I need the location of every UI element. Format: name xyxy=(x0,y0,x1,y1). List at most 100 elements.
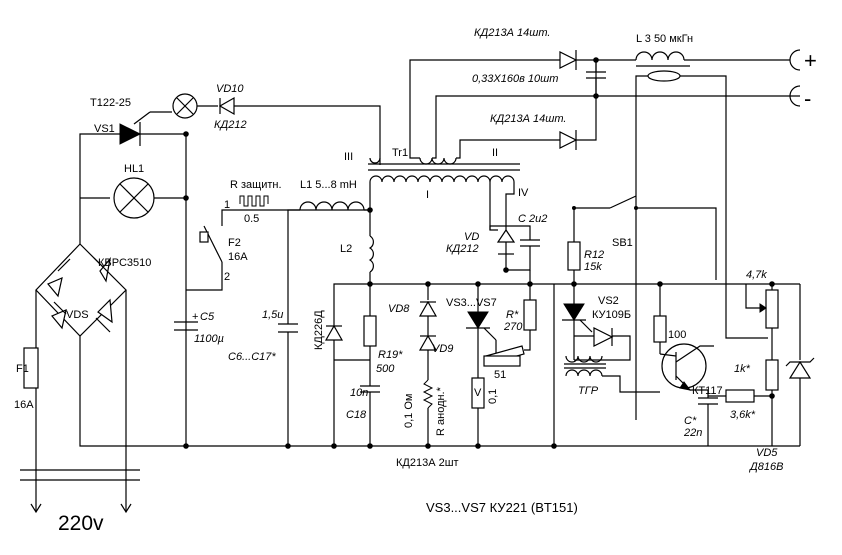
label-tr1: Tr1 xyxy=(392,147,408,159)
label-f1: F1 xyxy=(16,363,29,375)
label-kd212-top: КД212 xyxy=(214,119,247,131)
thyristor-vs1 xyxy=(119,123,142,145)
label-r12: R12 xyxy=(584,249,604,261)
fuse-f1 xyxy=(23,347,39,389)
label-f2-pin1: 1 xyxy=(224,199,230,211)
potentiometer-47k xyxy=(765,289,779,329)
label-kd213a-2: КД213А 2шт xyxy=(396,457,459,469)
resistor-r-36k xyxy=(725,389,755,403)
label-c18: C18 xyxy=(346,409,367,421)
breaker-f2 xyxy=(199,231,209,243)
resistor-r-star xyxy=(523,299,537,331)
label-c-star: C* xyxy=(684,415,697,427)
label-r100: 100 xyxy=(668,329,686,341)
label-vd-iv: VD xyxy=(464,231,479,243)
label-c5: C5 xyxy=(200,311,215,323)
thyristor-vs2 xyxy=(563,303,585,321)
thyristor-group-vs3-vs7 xyxy=(467,311,489,329)
label-pot-47k: 4,7k xyxy=(746,269,767,281)
pulse-transformer-tgr xyxy=(565,369,603,377)
label-l1: L1 5...8 mH xyxy=(300,179,357,191)
label-vs3-vs7: VS3...VS7 xyxy=(446,297,497,309)
inductor-l2 xyxy=(368,235,374,273)
label-l2: L2 xyxy=(340,243,352,255)
label-c-star-value: 22n xyxy=(683,427,702,439)
label-c18-value: 10n xyxy=(350,387,368,399)
label-r19-value: 500 xyxy=(376,363,395,375)
label-vs2: VS2 xyxy=(598,295,619,307)
label-kt117: КТ117 xyxy=(692,385,723,397)
label-winding-iii: III xyxy=(344,151,353,163)
label-winding-ii: II xyxy=(492,147,498,159)
label-r-01: 0,1 xyxy=(487,389,499,404)
label-f2-rating: 16A xyxy=(228,251,248,263)
inductor-l3 xyxy=(635,51,685,61)
diode-kd226d xyxy=(324,324,344,341)
resistor-r-protect xyxy=(239,195,269,207)
label-out-plus: + xyxy=(804,48,817,73)
label-choke: L 3 50 мкГн xyxy=(636,33,693,45)
label-r12-value: 15k xyxy=(584,261,602,273)
label-vd10: VD10 xyxy=(216,83,244,95)
label-cap-15u: 1,5u xyxy=(262,309,283,321)
diode-vd8 xyxy=(418,300,438,317)
label-kd226d: КД226Д xyxy=(313,310,325,350)
label-c5-value: 1100µ xyxy=(194,333,224,345)
label-c6-c17: C6...C17* xyxy=(228,351,276,363)
label-bridge-type: КВРС3510 xyxy=(98,257,151,269)
label-vd5: VD5 xyxy=(756,447,778,459)
label-tgr: ТГР xyxy=(578,385,599,397)
label-r-protect: R защитн. xyxy=(230,179,282,191)
diode-vd10 xyxy=(218,96,235,116)
label-f2: F2 xyxy=(228,237,241,249)
bridge-rectifier xyxy=(35,243,127,337)
label-winding-iv: IV xyxy=(518,187,529,199)
label-r-1k: 1k* xyxy=(734,363,751,375)
label-r-anode: R анодн.* xyxy=(435,386,447,436)
label-thyristor-note: VS3...VS7 КУ221 (BT151) xyxy=(426,500,578,515)
label-r-star-value: 270 xyxy=(503,321,523,333)
label-diodes-top: КД213А 14шт. xyxy=(474,27,550,39)
resistor-tgr-gate xyxy=(483,355,521,367)
resistor-r-anode xyxy=(422,379,434,409)
inductor-l1 xyxy=(299,201,365,211)
label-r19: R19* xyxy=(378,349,403,361)
label-cap-bank: 0,33X160в 10шт xyxy=(472,73,558,85)
transformer-tr1 xyxy=(368,157,520,183)
label-r-star: R* xyxy=(506,309,519,321)
current-sense-ring xyxy=(647,70,681,82)
label-vs1: VS1 xyxy=(94,123,115,135)
label-f1-rating: 16A xyxy=(14,399,34,411)
label-r-protect-value: 0.5 xyxy=(244,213,259,225)
label-vds: VDS xyxy=(66,309,89,321)
label-r51: 51 xyxy=(494,369,506,381)
resistor-r-1k xyxy=(765,359,779,391)
output-terminal-plus xyxy=(789,49,801,71)
zener-vd5 xyxy=(788,360,812,379)
label-ku109b: КУ109Б xyxy=(592,309,631,321)
output-terminal-minus xyxy=(789,85,801,107)
label-hl1: HL1 xyxy=(124,163,144,175)
label-f2-pin2: 2 xyxy=(224,271,230,283)
resistor-r100 xyxy=(653,315,667,343)
label-c-2u2: C 2u2 xyxy=(518,213,547,225)
label-v-box: V xyxy=(474,387,482,399)
label-vd8: VD8 xyxy=(388,303,410,315)
label-shunt-value: 0,1 Ом xyxy=(403,394,415,428)
diode-vd-iv xyxy=(496,228,516,243)
label-c5-plus: + xyxy=(192,311,198,323)
label-vd9: VD9 xyxy=(432,343,453,355)
label-thyristor-name: T122-25 xyxy=(90,97,131,109)
resistor-r12 xyxy=(567,241,581,271)
resistor-r19 xyxy=(363,315,377,347)
diode-tgr xyxy=(593,327,614,347)
label-r-36k: 3,6k* xyxy=(730,409,756,421)
diode-bank-top xyxy=(559,51,578,69)
diode-bank-mid xyxy=(559,131,578,149)
label-d816v: Д816В xyxy=(748,461,783,473)
label-mains: 220v xyxy=(58,512,104,535)
label-kd212-iv: КД212 xyxy=(446,243,479,255)
label-winding-i: I xyxy=(426,189,429,201)
label-sb1: SB1 xyxy=(612,237,633,249)
